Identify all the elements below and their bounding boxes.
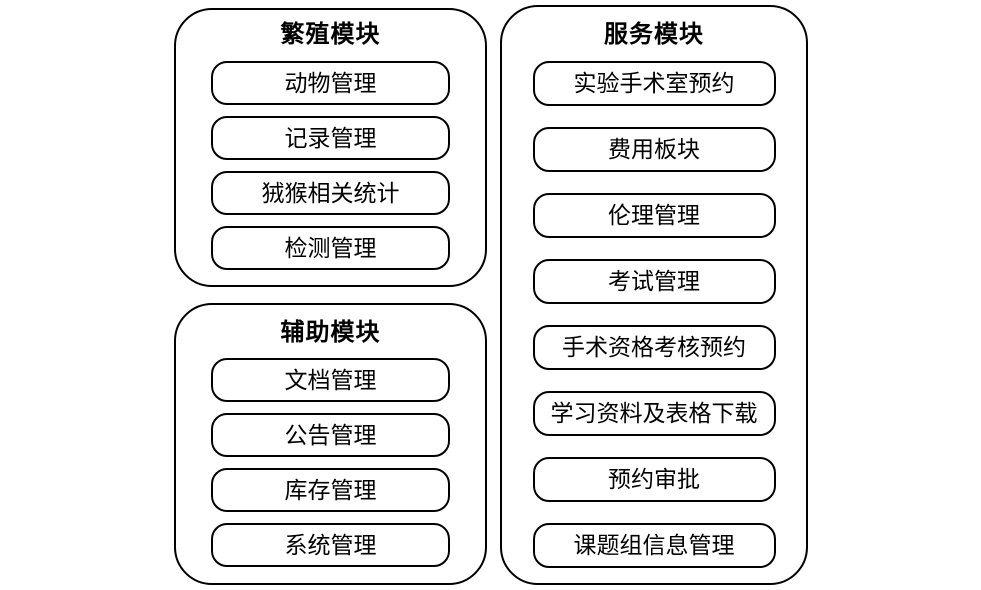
module-item-research-group-info-management: 课题组信息管理 [532,523,776,568]
module-item-ethics-management: 伦理管理 [532,193,776,238]
module-item-inventory-management: 库存管理 [211,468,450,512]
module-breeding-title: 繁殖模块 [280,21,381,48]
module-item-system-management: 系统管理 [211,523,450,567]
module-item-marmoset-statistics: 狨猴相关统计 [211,171,450,215]
module-item-record-management: 记录管理 [211,116,450,160]
module-item-exam-management: 考试管理 [532,259,776,304]
module-auxiliary: 辅助模块 文档管理 公告管理 库存管理 系统管理 [174,303,487,585]
module-item-expense-section: 费用板块 [532,127,776,172]
module-auxiliary-title: 辅助模块 [280,319,381,346]
module-service: 服务模块 实验手术室预约 费用板块 伦理管理 考试管理 手术资格考核预约 学习资… [500,5,808,585]
module-item-materials-form-download: 学习资料及表格下载 [532,391,776,436]
module-item-operating-room-reservation: 实验手术室预约 [532,61,776,106]
module-service-title: 服务模块 [604,21,704,48]
module-item-document-management: 文档管理 [211,358,450,402]
module-breeding: 繁殖模块 动物管理 记录管理 狨猴相关统计 检测管理 [174,8,487,287]
module-item-reservation-approval: 预约审批 [532,457,776,502]
module-item-surgery-qualification-reservation: 手术资格考核预约 [532,325,776,370]
module-item-animal-management: 动物管理 [211,61,450,105]
module-item-testing-management: 检测管理 [211,226,450,270]
module-item-announcement-management: 公告管理 [211,413,450,457]
